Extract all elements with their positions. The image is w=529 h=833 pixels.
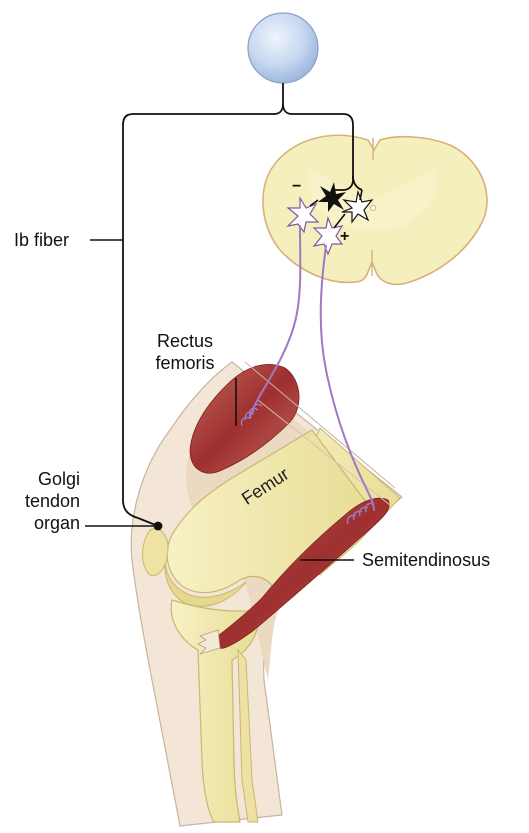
motor-axon-semitendinosus (319, 245, 375, 511)
leg (130, 361, 403, 827)
synapse-line-3 (359, 189, 363, 201)
central-branch-2 (352, 175, 363, 191)
central-canal (369, 204, 377, 212)
fibula (237, 648, 259, 823)
motor-axon-rectus (249, 225, 302, 419)
motor-neuron-semitendinosus (312, 215, 344, 256)
inhibitory-interneuron (318, 182, 346, 212)
minus-sign: − (292, 178, 302, 195)
golgi-label-line1: Golgi (37, 469, 80, 489)
spinal-cord (262, 134, 488, 286)
semitendinosus-label: Semitendinosus (362, 550, 491, 570)
ib-fiber-stem (122, 83, 284, 527)
rectus-label-line2: femoris (155, 353, 215, 373)
grey-matter (308, 168, 437, 231)
rectus-femoris-muscle (189, 364, 300, 474)
central-branch (282, 103, 354, 191)
ib-fiber-label: Ib fiber (14, 230, 70, 250)
golgi-label-line2: tendon (24, 491, 80, 511)
semitendinosus-tendon (197, 629, 221, 655)
synapse-line-2 (333, 213, 346, 229)
rectus-motor-endplates (240, 403, 263, 427)
plus-sign: + (340, 228, 350, 245)
leader-lines (85, 239, 354, 561)
ib-afferent-path (122, 83, 363, 527)
golgi-label-line3: organ (33, 513, 80, 533)
excitatory-interneuron (341, 189, 374, 224)
golgi-tendon-organ-dot (153, 521, 163, 531)
sensory-cell-body (247, 12, 319, 84)
motor-axons (249, 225, 375, 511)
rectus-label-line1: Rectus (156, 331, 214, 351)
femur-condyle (164, 539, 247, 607)
neurons (286, 182, 374, 256)
synapse-line-1 (309, 199, 319, 207)
golgi-tendon-organ-label: Golgi tendon organ (8, 468, 80, 534)
thigh-contour-inner (257, 399, 391, 506)
thigh-contour (244, 361, 396, 489)
semitendinosus-motor-endplates (346, 502, 375, 525)
rectus-femoris-label: Rectus femoris (140, 330, 230, 374)
patella (142, 528, 169, 576)
